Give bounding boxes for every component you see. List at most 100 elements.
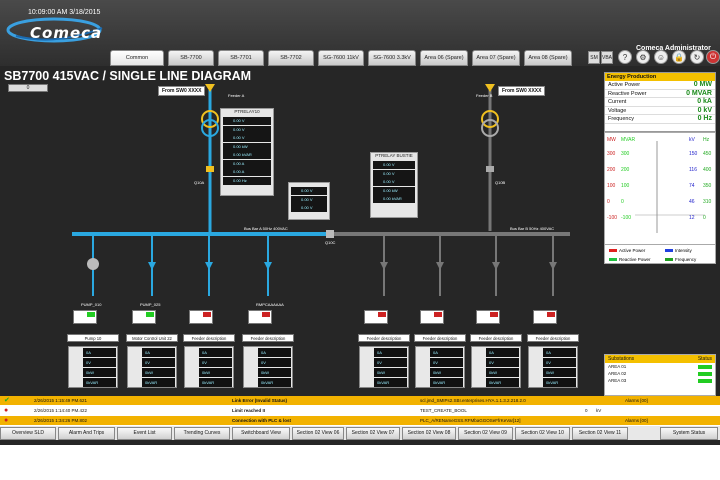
status-header: Status: [697, 356, 712, 362]
tab-1[interactable]: SB-7700: [168, 50, 214, 66]
energy-label: Frequency: [608, 116, 634, 122]
trend-right-tick: 400: [703, 167, 712, 173]
tab-3[interactable]: SB-7702: [268, 50, 314, 66]
refresh-icon[interactable]: ↻: [690, 50, 704, 64]
on-indicator-3: [262, 312, 270, 317]
alarm-icon: ●: [4, 417, 9, 424]
feeder-meas-value: 0kW: [142, 368, 175, 377]
substation-row-1[interactable]: AREA 02: [605, 370, 715, 377]
transformer-a-icon: [201, 110, 219, 128]
feeder-meas-value: 0kVAR: [83, 378, 116, 387]
feeder-meas-value: 0kW: [543, 368, 576, 377]
nav-button-7[interactable]: Section 02 View 08: [402, 427, 456, 440]
nav-button-5[interactable]: Section 02 View 06: [292, 427, 344, 440]
tab-7[interactable]: Area 07 (Spare): [472, 50, 520, 66]
trend-left-tick: -100: [607, 215, 617, 221]
breadcrumb[interactable]: 0: [8, 84, 48, 92]
user-name: Comeca Administrator: [636, 45, 711, 52]
legend-swatch: [609, 258, 617, 262]
brand-name: Comeca: [30, 24, 103, 42]
alarm-unit: kV: [596, 408, 602, 413]
nav-button-4[interactable]: Switchboard View: [232, 427, 290, 440]
trend-left-tick: 0: [621, 199, 624, 205]
feeder-name-4[interactable]: Feeder description: [358, 334, 410, 342]
lock-icon[interactable]: 🔒: [672, 50, 686, 64]
feeder-meas-value: 0A: [83, 348, 116, 357]
feeder-breaker-7[interactable]: [533, 310, 557, 324]
feeder-name-1[interactable]: Motor Control Unit 22: [126, 334, 178, 342]
tab-5[interactable]: SG-7600 3.3kV: [368, 50, 416, 66]
feeder-breaker-2[interactable]: [189, 310, 213, 324]
transformer-b-icon: [481, 110, 499, 128]
feeder-breaker-3[interactable]: [248, 310, 272, 324]
settings-icon[interactable]: ⚙: [636, 50, 650, 64]
on-indicator-0: [87, 312, 95, 317]
feeder-name-5[interactable]: Feeder description: [414, 334, 466, 342]
substation-row-2[interactable]: AREA 03: [605, 377, 715, 384]
sm-button[interactable]: SM: [588, 51, 600, 64]
trend-left-tick: -100: [621, 215, 631, 221]
trend-right-tick: 0: [703, 215, 706, 221]
feeder-name-7[interactable]: Feeder description: [527, 334, 579, 342]
q10b-label: Q10B: [495, 180, 506, 185]
tab-0[interactable]: Common: [110, 50, 164, 66]
feeder-name-3[interactable]: Feeder description: [242, 334, 294, 342]
power-icon[interactable]: ⏻: [706, 50, 720, 64]
help-icon[interactable]: ?: [618, 50, 632, 64]
nav-button-10[interactable]: Section 02 View 11: [572, 427, 628, 440]
feeder-name-0[interactable]: Pump 10: [67, 334, 119, 342]
tab-8[interactable]: Area 08 (Spare): [524, 50, 572, 66]
feeder-breaker-0[interactable]: [73, 310, 97, 324]
nav-button-8[interactable]: Section 02 View 09: [458, 427, 513, 440]
on-indicator-7: [547, 312, 555, 317]
tab-2[interactable]: SB-7701: [218, 50, 264, 66]
tab-4[interactable]: SG-7600 11kV: [318, 50, 364, 66]
nav-button-9[interactable]: Section 02 View 10: [515, 427, 570, 440]
trend-right-tick: 46: [689, 199, 695, 205]
trend-left-tick: 300: [621, 151, 630, 157]
feeder-breaker-5[interactable]: [420, 310, 444, 324]
nav-button-6[interactable]: Section 02 View 07: [346, 427, 400, 440]
feeder-breaker-6[interactable]: [476, 310, 500, 324]
relay-b-title: PTRELAY BUSTIE: [375, 153, 413, 158]
feeder-meas-value: 0V: [258, 358, 291, 367]
vba-button[interactable]: VBA: [601, 51, 613, 64]
tab-6[interactable]: Area 06 (Spare): [420, 50, 468, 66]
page-title: SB7700 415VAC / SINGLE LINE DIAGRAM: [4, 69, 252, 83]
user-icon[interactable]: ☺: [654, 50, 668, 64]
nav-button-3[interactable]: Trending Curves: [174, 427, 230, 440]
substation-status-indicator: [698, 372, 712, 376]
relay-b-value-0: 0.00 V: [373, 161, 415, 169]
nav-button-1[interactable]: Alarm And Trips: [58, 427, 115, 440]
substation-row-0[interactable]: AREA 01: [605, 363, 715, 370]
nav-button-11[interactable]: System Status: [660, 427, 718, 440]
feeder-meas-value: 0kVAR: [543, 378, 576, 387]
feeder-breaker-1[interactable]: [132, 310, 156, 324]
nav-button-0[interactable]: Overview SLD: [0, 427, 56, 440]
tie-value-2: 0.00 V: [291, 204, 327, 212]
feeder-name-6[interactable]: Feeder description: [470, 334, 522, 342]
feeder-meas-value: 0kVAR: [486, 378, 519, 387]
feeder-meas-value: 0V: [374, 358, 407, 367]
legend-swatch: [665, 249, 673, 253]
nav-button-2[interactable]: Event List: [117, 427, 172, 440]
feeder-meas-value: 0kW: [486, 368, 519, 377]
feeder-meas-value: 0V: [486, 358, 519, 367]
feeder-name-2[interactable]: Feeder description: [183, 334, 235, 342]
feeder-meas-value: 0kVAR: [374, 378, 407, 387]
relay-a-value-1: 0.00 V: [223, 125, 271, 134]
feeder-meas-value: 0A: [430, 348, 463, 357]
relay-a-value-3: 0.00 kW: [223, 142, 271, 151]
feeder-breaker-4[interactable]: [364, 310, 388, 324]
